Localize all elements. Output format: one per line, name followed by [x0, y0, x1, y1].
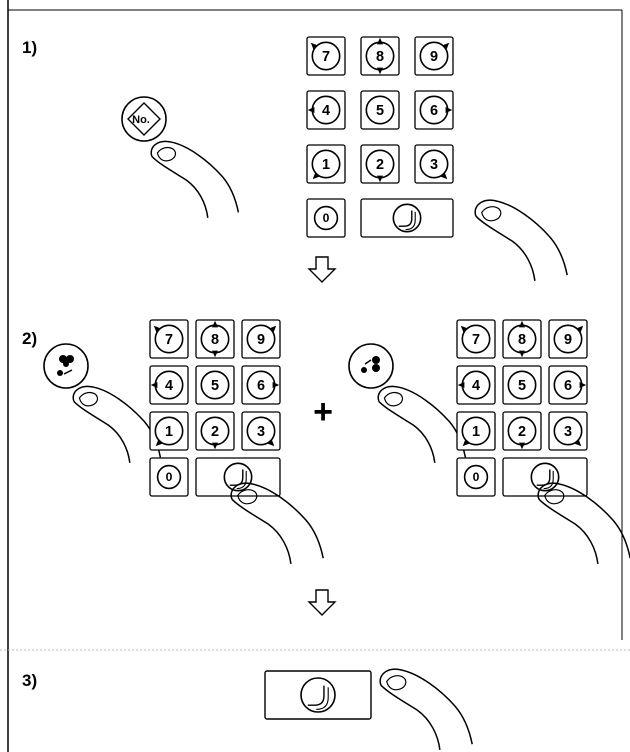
- svg-text:3: 3: [564, 424, 572, 440]
- svg-text:8: 8: [211, 332, 219, 348]
- svg-text:8: 8: [518, 332, 526, 348]
- svg-text:3: 3: [430, 157, 438, 173]
- key-1[interactable]: 1: [457, 412, 495, 450]
- key-6[interactable]: 6: [549, 366, 587, 404]
- key-8[interactable]: 8: [196, 320, 234, 358]
- key-4[interactable]: 4: [457, 366, 495, 404]
- finger-pointer-icon: [151, 141, 238, 217]
- finger-pointer-icon: [73, 386, 160, 462]
- svg-text:8: 8: [376, 49, 384, 65]
- svg-text:No.: No.: [132, 114, 150, 126]
- key-8[interactable]: 8: [361, 37, 399, 75]
- svg-text:2: 2: [518, 424, 526, 440]
- key-0[interactable]: 0: [307, 199, 345, 237]
- rotate-icon: [393, 204, 420, 231]
- key-8[interactable]: 8: [503, 320, 541, 358]
- key-9[interactable]: 9: [549, 320, 587, 358]
- key-5[interactable]: 5: [503, 366, 541, 404]
- keypad-step2-left: 7 8 9 4 5 6 1 2 3 0: [150, 320, 280, 496]
- key-5[interactable]: 5: [361, 91, 399, 129]
- svg-text:4: 4: [472, 378, 480, 394]
- key-9[interactable]: 9: [415, 37, 453, 75]
- keypad-step2-right: 7 8 9 4 5 6 1 2 3 0: [457, 320, 587, 496]
- svg-text:5: 5: [518, 378, 526, 394]
- key-2[interactable]: 2: [361, 145, 399, 183]
- svg-text:9: 9: [564, 332, 572, 348]
- svg-text:1: 1: [165, 424, 173, 440]
- key-6[interactable]: 6: [242, 366, 280, 404]
- plus-sign: +: [313, 393, 333, 431]
- key-5[interactable]: 5: [196, 366, 234, 404]
- svg-text:7: 7: [165, 332, 173, 348]
- down-arrow-icon: [309, 590, 335, 615]
- keypad-step1: 7 8 9 4 5 6 1 2 3 0: [307, 37, 453, 237]
- svg-text:4: 4: [165, 378, 173, 394]
- svg-text:5: 5: [376, 103, 384, 119]
- svg-text:6: 6: [257, 378, 265, 394]
- key-3[interactable]: 3: [242, 412, 280, 450]
- rotate-icon: [224, 463, 251, 490]
- svg-text:5: 5: [211, 378, 219, 394]
- key-0[interactable]: 0: [150, 458, 188, 496]
- flower-mirror-icon[interactable]: [349, 344, 393, 388]
- key-7[interactable]: 7: [150, 320, 188, 358]
- svg-text:9: 9: [257, 332, 265, 348]
- key-6[interactable]: 6: [415, 91, 453, 129]
- memo-key[interactable]: [265, 671, 371, 719]
- svg-text:0: 0: [473, 470, 480, 484]
- key-3[interactable]: 3: [549, 412, 587, 450]
- key-7[interactable]: 7: [457, 320, 495, 358]
- key-7[interactable]: 7: [307, 37, 345, 75]
- memo-key[interactable]: [361, 199, 453, 237]
- svg-text:6: 6: [564, 378, 572, 394]
- finger-pointer-icon: [380, 669, 472, 750]
- svg-text:6: 6: [430, 103, 438, 119]
- svg-text:1: 1: [472, 424, 480, 440]
- svg-text:7: 7: [472, 332, 480, 348]
- svg-text:4: 4: [322, 103, 330, 119]
- svg-text:0: 0: [323, 211, 330, 225]
- key-9[interactable]: 9: [242, 320, 280, 358]
- rotate-icon: [531, 463, 558, 490]
- down-arrow-icon: [309, 257, 335, 282]
- svg-text:1: 1: [322, 157, 330, 173]
- finger-pointer-icon: [378, 386, 465, 462]
- svg-text:7: 7: [322, 49, 330, 65]
- no-button[interactable]: No.: [122, 97, 166, 141]
- key-2[interactable]: 2: [503, 412, 541, 450]
- key-1[interactable]: 1: [307, 145, 345, 183]
- flower-rotate-icon[interactable]: [44, 344, 88, 388]
- key-4[interactable]: 4: [150, 366, 188, 404]
- key-1[interactable]: 1: [150, 412, 188, 450]
- key-4[interactable]: 4: [307, 91, 345, 129]
- finger-pointer-icon: [475, 200, 567, 281]
- key-3[interactable]: 3: [415, 145, 453, 183]
- svg-text:3: 3: [257, 424, 265, 440]
- svg-text:2: 2: [376, 157, 384, 173]
- svg-text:9: 9: [430, 49, 438, 65]
- key-0[interactable]: 0: [457, 458, 495, 496]
- svg-text:2: 2: [211, 424, 219, 440]
- rotate-icon: [301, 678, 335, 712]
- key-2[interactable]: 2: [196, 412, 234, 450]
- svg-text:0: 0: [166, 470, 173, 484]
